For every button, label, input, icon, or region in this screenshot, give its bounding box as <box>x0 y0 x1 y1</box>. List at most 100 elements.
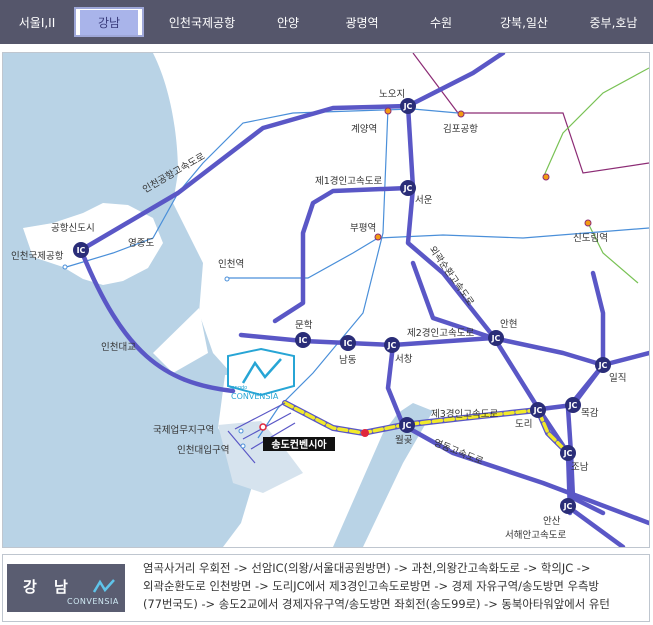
station-bupyeong[interactable] <box>374 233 382 241</box>
place-labels: 공항신도시 인천국제공항 영종도 인천역 인천대교 문학 남동 서창 월곶 도리… <box>11 89 626 541</box>
label-gyeyang: 계양역 <box>351 123 377 135</box>
station-intl-zone[interactable] <box>238 428 244 434</box>
station-gyeyang[interactable] <box>384 107 392 115</box>
svg-text:IC: IC <box>344 339 353 348</box>
label-bupyeong: 부평역 <box>350 223 376 234</box>
label-sindorim: 신도림역 <box>573 232 608 244</box>
label-seomun: 서운 <box>415 195 433 206</box>
convensia-mark-icon <box>92 579 115 593</box>
label-intl-zone: 국제업무지구역 <box>153 424 214 436</box>
tab-gwangmyeong[interactable]: 광명역 <box>316 7 408 37</box>
label-seochang: 서창 <box>395 354 413 365</box>
directions-line: (77번국도) -> 송도2교에서 경제자유구역/송도방면 좌회전(송도99로)… <box>143 597 610 611</box>
svg-text:JC: JC <box>568 401 578 410</box>
svg-text:JC: JC <box>402 421 412 430</box>
directions-text: 염곡사거리 우회전 -> 선암IC(의왕/서울대공원방면) -> 과천,의왕간고… <box>143 559 648 613</box>
label-gyeongin2: 제2경인고속도로 <box>407 327 474 339</box>
svg-text:JC: JC <box>563 502 573 511</box>
destination-marker[interactable] <box>361 429 369 437</box>
label-woolgot: 월곶 <box>395 434 413 446</box>
incheon-bridge <box>78 247 236 394</box>
tab-label: 인천국제공항 <box>168 15 236 30</box>
svg-text:JC: JC <box>533 406 543 415</box>
highlight-route <box>282 400 571 456</box>
svg-text:JC: JC <box>403 102 413 111</box>
tab-gangbuk-ilsan[interactable]: 강북,일산 <box>474 7 574 37</box>
airport-expressway <box>78 103 411 253</box>
stations <box>62 107 592 449</box>
map-canvas: JC JC IC IC IC JC JC JC JC JC JC JC JC <box>3 53 649 547</box>
svg-text:IC: IC <box>77 246 86 255</box>
label-munhak: 문학 <box>295 320 313 331</box>
sea-inlet <box>333 403 433 547</box>
ic-munhak[interactable]: IC <box>295 332 311 348</box>
tab-label: 중부,호남 <box>589 15 638 30</box>
metro-line-airport <box>62 108 459 269</box>
jc-seomun[interactable]: JC <box>400 180 416 196</box>
svg-text:JC: JC <box>598 361 608 370</box>
jc-mokgam[interactable]: JC <box>565 397 581 413</box>
route-map: JC JC IC IC IC JC JC JC JC JC JC JC JC <box>2 52 650 548</box>
station-incheon-univ[interactable] <box>240 443 246 449</box>
outer-ring-connector <box>410 260 496 341</box>
tab-jungbu-honam[interactable]: 중부,호남 <box>574 7 653 37</box>
svg-text:JC: JC <box>491 334 501 343</box>
label-airport-city: 공항신도시 <box>51 223 95 234</box>
label-incheon-bridge: 인천대교 <box>101 342 136 353</box>
tab-incheon-airport[interactable]: 인천국제공항 <box>144 7 260 37</box>
ic-namdong[interactable]: IC <box>340 335 356 351</box>
tab-label: 강남 <box>79 9 139 35</box>
tab-label: 서울I,II <box>18 15 56 30</box>
yeongdong-expressway <box>385 342 649 526</box>
convensia-logo: songdo CONVENSIA <box>227 347 295 401</box>
north-expressway <box>405 53 506 109</box>
label-nojji: 노오지 <box>379 89 405 100</box>
tab-suwon[interactable]: 수원 <box>408 7 474 37</box>
junctions: JC JC IC IC IC JC JC JC JC JC JC JC JC <box>73 98 611 514</box>
jc-ilik[interactable]: JC <box>595 357 611 373</box>
region-nav: 서울I,II 강남 인천국제공항 안양 광명역 수원 강북,일산 중부,호남 <box>0 0 653 44</box>
station-incheon-airport[interactable] <box>62 264 68 270</box>
station-sindorim[interactable] <box>584 219 592 227</box>
directions-panel: 강 남 CONVENSIA 염곡사거리 우회전 -> 선암IC(의왕/서울대공원… <box>2 554 650 622</box>
north-east-road <box>590 270 606 368</box>
tidal-flat <box>218 421 303 493</box>
directions-line: 외곽순환도로 인천방면 -> 도리JC에서 제3경인고속도로방면 -> 경제 자… <box>143 579 599 593</box>
label-gyeongin1: 제1경인고속도로 <box>315 175 382 187</box>
label-josam: 조남 <box>571 462 589 473</box>
tab-label: 안양 <box>276 15 300 30</box>
badge-title: 강 남 <box>23 578 74 596</box>
label-incheon-station: 인천역 <box>218 259 244 270</box>
metro-line-green-1 <box>542 67 649 179</box>
tab-anyang[interactable]: 안양 <box>260 7 316 37</box>
label-seohaean: 서해안고속도로 <box>505 529 566 541</box>
jc-seochang[interactable]: JC <box>384 337 400 353</box>
svg-text:JC: JC <box>563 449 573 458</box>
songdo-streets <box>227 402 296 464</box>
destination-label-box <box>263 437 335 451</box>
jc-josam[interactable]: JC <box>560 445 576 461</box>
tab-gangnam[interactable]: 강남 <box>74 7 144 37</box>
station-line-transfer[interactable] <box>542 173 550 181</box>
station-gimpo[interactable] <box>457 110 465 118</box>
label-anhyeon: 안현 <box>500 319 517 330</box>
metro-line-pink <box>412 53 649 174</box>
ic-airport[interactable]: IC <box>73 242 89 258</box>
station-convensia[interactable] <box>259 423 267 431</box>
label-ilik: 일직 <box>609 373 626 384</box>
jc-dori[interactable]: JC <box>530 402 546 418</box>
jc-woolgot[interactable]: JC <box>399 417 415 433</box>
svg-text:IC: IC <box>299 336 308 345</box>
label-incheon-airport: 인천국제공항 <box>11 251 64 262</box>
jc-nojji[interactable]: JC <box>400 98 416 114</box>
station-incheon[interactable] <box>224 276 230 282</box>
label-mokgam: 목감 <box>581 407 599 419</box>
label-namdong: 남동 <box>339 355 357 366</box>
svg-text:songdo: songdo <box>229 385 247 391</box>
gangnam-badge: 강 남 CONVENSIA <box>7 564 125 612</box>
directions-line: 염곡사거리 우회전 -> 선암IC(의왕/서울대공원방면) -> 과천,의왕간고… <box>143 561 591 575</box>
jc-ansan[interactable]: JC <box>560 498 576 514</box>
jc-anhyeon[interactable]: JC <box>488 330 504 346</box>
tab-seoul[interactable]: 서울I,II <box>0 7 74 37</box>
label-yeongjongdo: 영종도 <box>128 238 154 249</box>
